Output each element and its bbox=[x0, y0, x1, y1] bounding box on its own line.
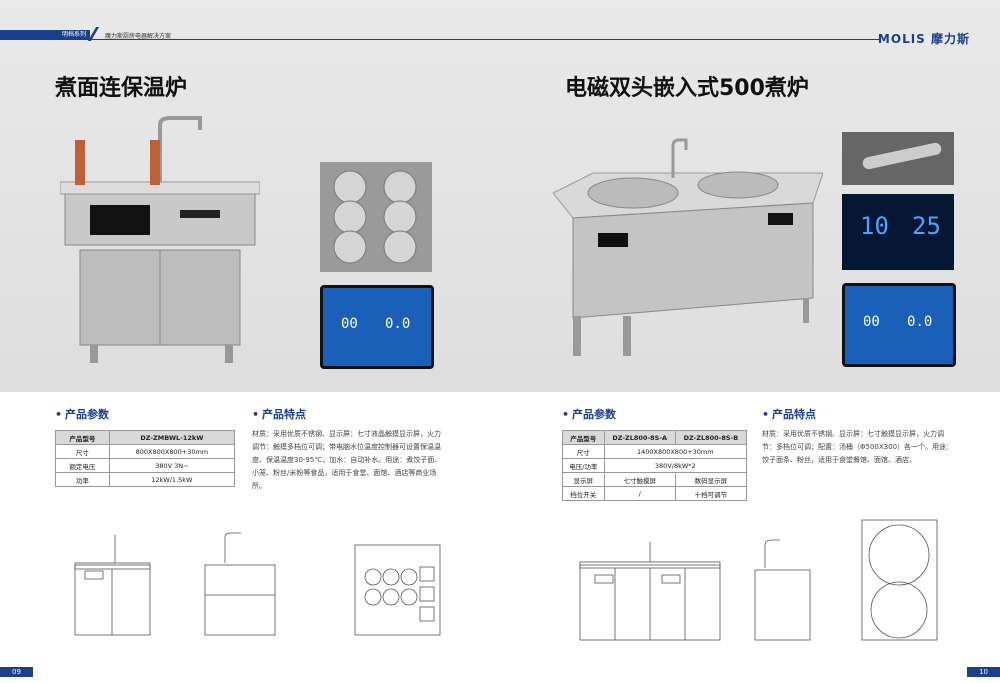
left-technical-drawings bbox=[74, 532, 441, 636]
left-control-screen: 00 0.0 bbox=[320, 285, 434, 369]
right-params-title: •产品参数 bbox=[562, 408, 617, 421]
right-control-screen: 00 0.0 bbox=[842, 283, 956, 367]
screen-value-a: 00 bbox=[341, 316, 358, 332]
header-subtitle: 魔力斯厨房电器解决方案 bbox=[105, 33, 172, 40]
screen-value-b: 0.0 bbox=[385, 316, 411, 332]
header-line bbox=[0, 39, 880, 40]
left-features-title: •产品特点 bbox=[252, 408, 307, 421]
right-page-number: 10 bbox=[967, 667, 1000, 677]
noodle-cooker-photo bbox=[60, 116, 260, 363]
left-page-number: 09 bbox=[0, 667, 33, 677]
series-label: 明档系列 bbox=[62, 31, 87, 38]
left-features-text: 材质：采用优质不锈钢、显示屏：七寸液晶触摸显示屏，火力调节：触摸多档位可调；带电… bbox=[252, 430, 442, 490]
digital-display: 10 25 bbox=[842, 194, 954, 270]
right-technical-drawings bbox=[579, 519, 938, 641]
basket-photo bbox=[320, 162, 432, 272]
probe-photo bbox=[842, 132, 954, 185]
right-features-text: 材质：采用优质不锈钢、显示屏：七寸触摸显示屏，火力调节：多档位可调；配置：汤桶（… bbox=[762, 430, 954, 464]
brand-logo: MOLIS 摩力斯 bbox=[877, 32, 970, 46]
digit-a: 10 bbox=[860, 212, 889, 240]
left-params-title: •产品参数 bbox=[55, 408, 110, 421]
screen-value-a: 00 bbox=[863, 314, 880, 330]
left-title: 煮面连保温炉 bbox=[55, 76, 188, 101]
screen-value-b: 0.0 bbox=[907, 314, 933, 330]
dual-burner-photo bbox=[553, 138, 823, 356]
right-features-title: •产品特点 bbox=[762, 408, 817, 421]
series-bar bbox=[0, 30, 90, 39]
right-title: 电磁双头嵌入式500煮炉 bbox=[565, 76, 809, 101]
digit-b: 25 bbox=[912, 212, 941, 240]
